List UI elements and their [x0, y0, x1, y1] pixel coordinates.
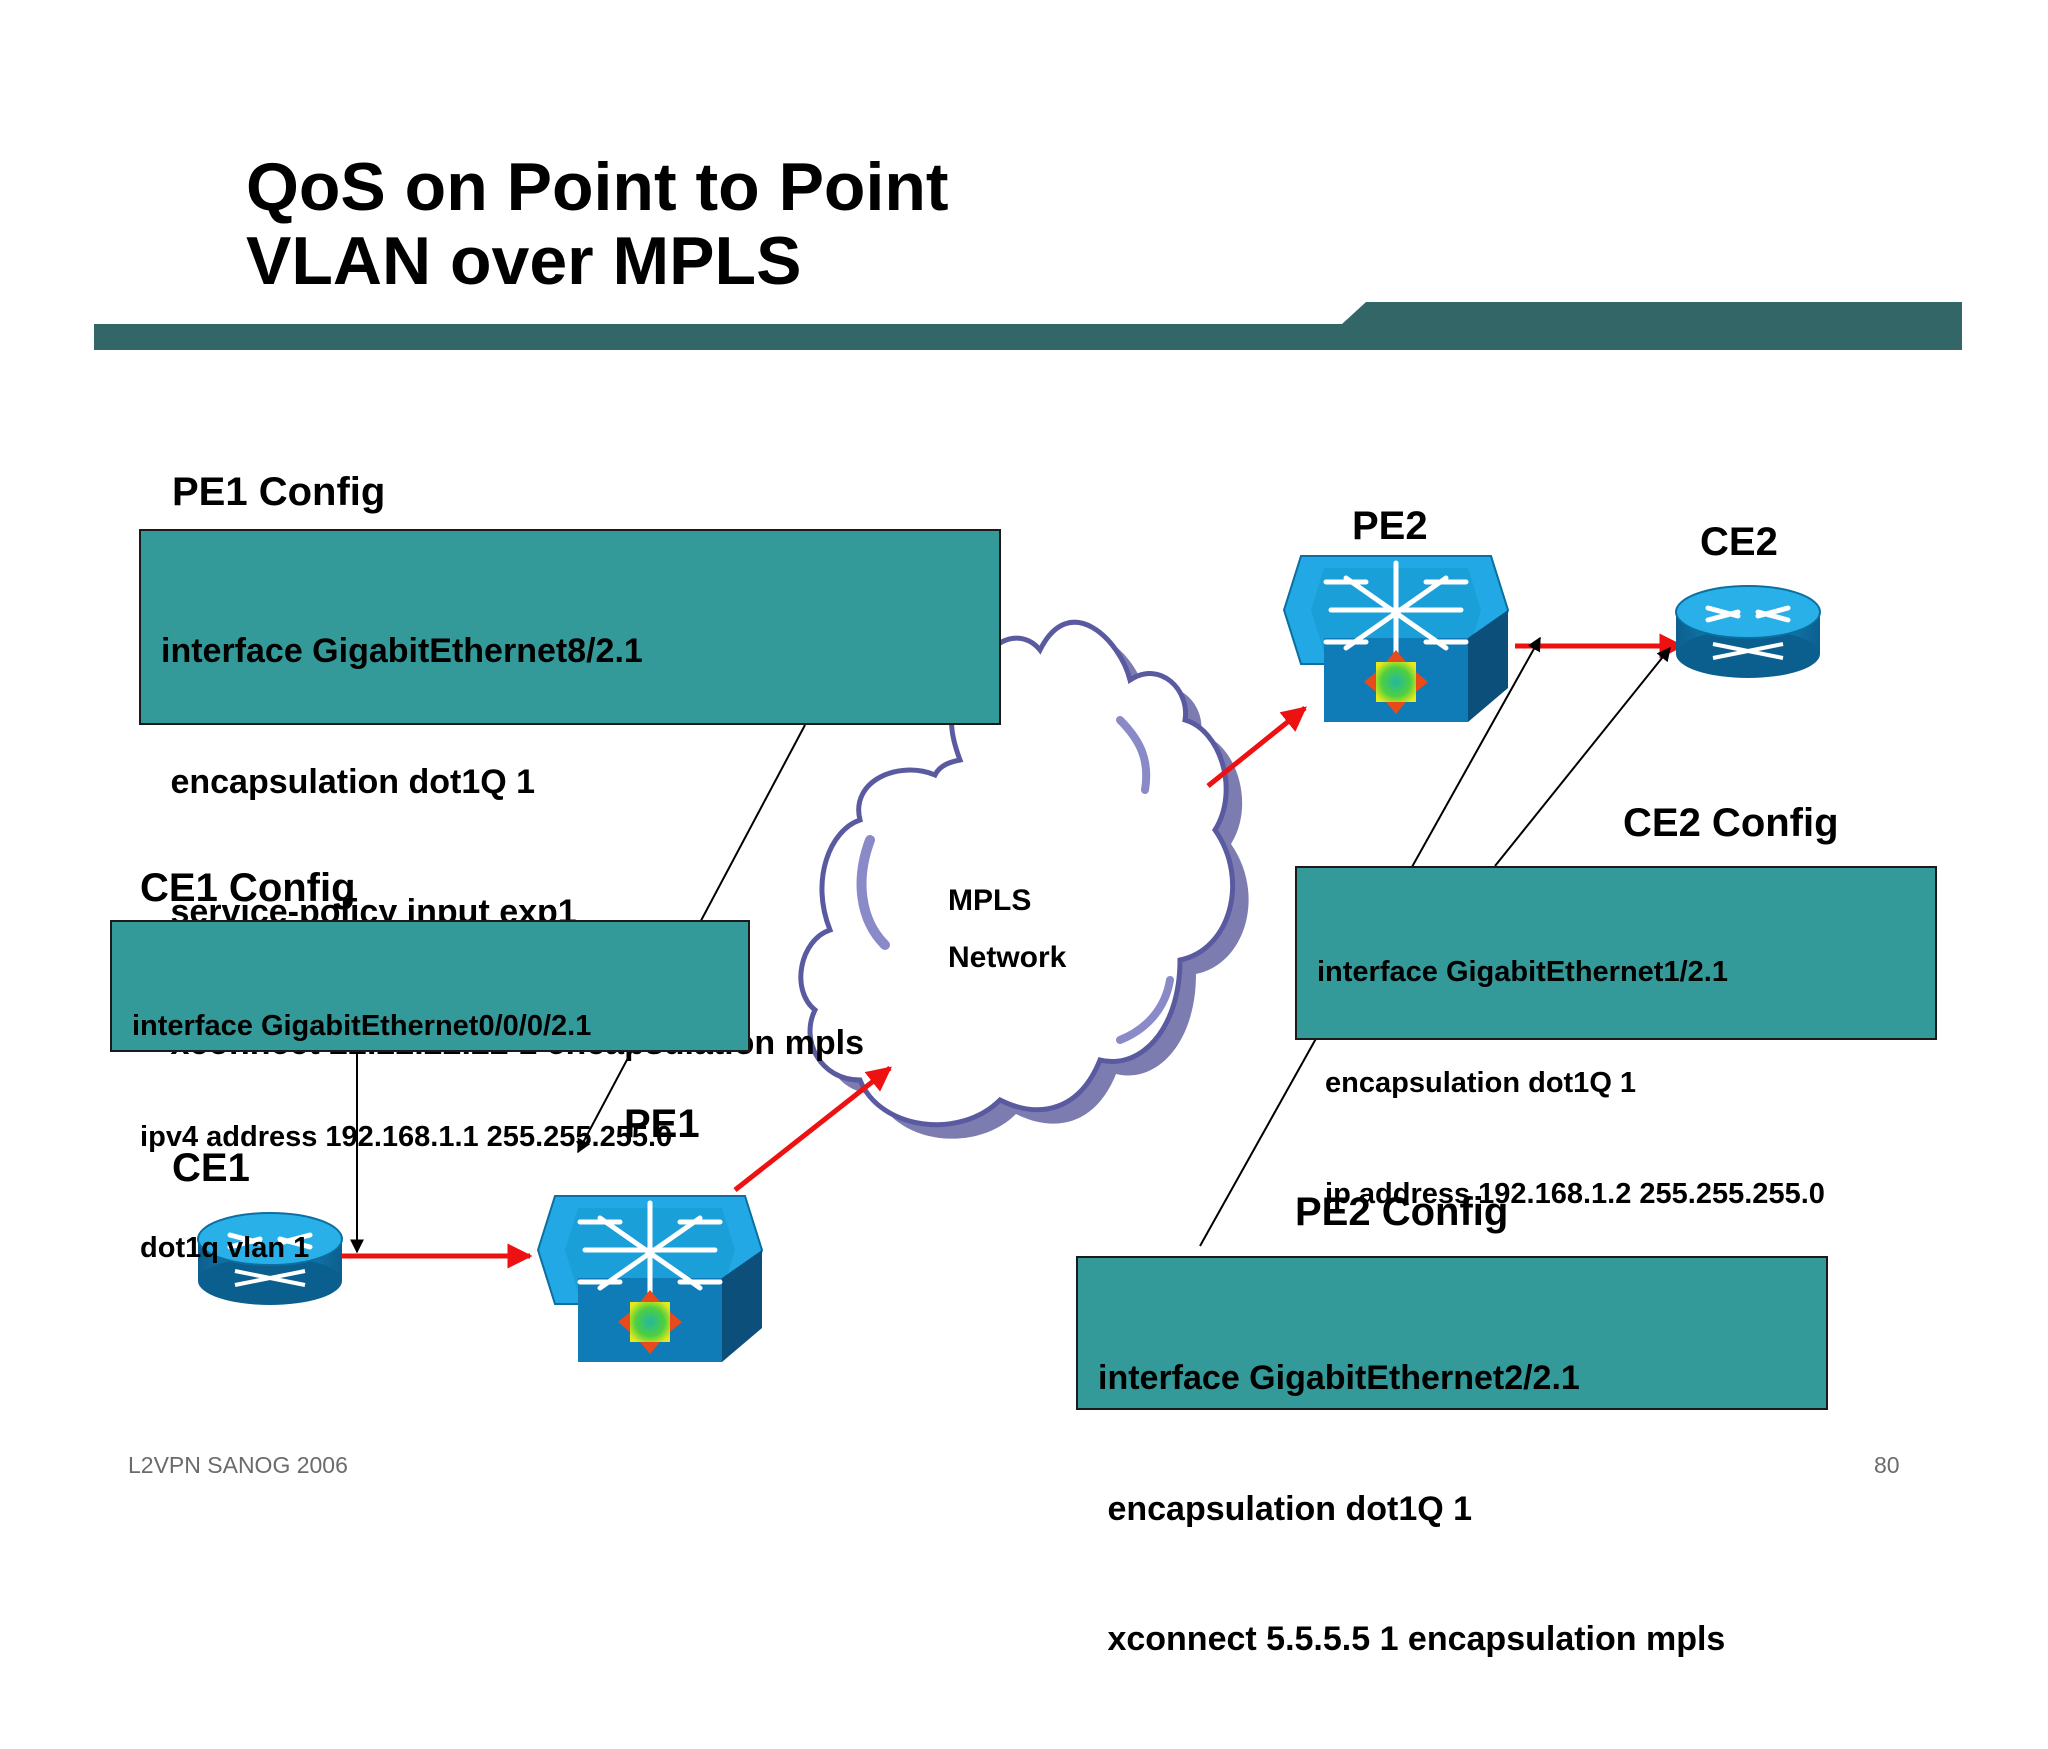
slide-title-line-1: QoS on Point to Point [246, 149, 949, 225]
ce1-config-line: interface GigabitEthernet0/0/0/2.1 [132, 1010, 592, 1042]
mpls-cloud-icon [798, 619, 1249, 1139]
pe2-config-line: interface GigabitEthernet2/2.1 [1098, 1359, 1580, 1397]
pe1-config-line: encapsulation dot1Q 1 [161, 762, 536, 801]
pe2-config-line: encapsulation dot1Q 1 [1098, 1489, 1473, 1528]
ce1-config-line: ipv4 address 192.168.1.1 255.255.255.0 [132, 1121, 673, 1153]
ce1-label: CE1 [172, 1146, 250, 1190]
pe2-label: PE2 [1352, 504, 1428, 548]
pe2-config-line: xconnect 5.5.5.5 1 encapsulation mpls [1098, 1620, 1726, 1658]
ce1-config-line: dot1q vlan 1 [132, 1232, 310, 1264]
pe1-label: PE1 [624, 1102, 700, 1146]
pe1-config-line: interface GigabitEthernet8/2.1 [161, 632, 643, 670]
pe2-config-heading: PE2 Config [1295, 1190, 1509, 1234]
cloud-label-line-2: Network [948, 941, 1067, 974]
pe1-config-heading: PE1 Config [172, 470, 386, 514]
slide: QoS on Point to Point VLAN over MPLS PE1… [94, 150, 1962, 1658]
slide-title: QoS on Point to Point VLAN over MPLS [246, 150, 949, 298]
link-cloud-pe2 [1206, 706, 1307, 788]
ce2-label: CE2 [1700, 520, 1778, 564]
slide-title-line-2: VLAN over MPLS [246, 223, 802, 299]
pe2-config-box: interface GigabitEthernet2/2.1 encapsula… [1076, 1256, 1828, 1658]
ce2-config-line: encapsulation dot1Q 1 [1317, 1067, 1637, 1099]
ce2-config-heading: CE2 Config [1623, 801, 1839, 845]
ce1-router-icon [197, 1212, 343, 1305]
cloud-label-line-1: MPLS [948, 884, 1032, 917]
pe2-switch-router-icon [1282, 555, 1510, 722]
callout-ce2-config [1494, 646, 1671, 867]
ce2-config-line: ip address 192.168.1.2 255.255.255.0 [1317, 1178, 1825, 1210]
pe1-switch-router-icon [536, 1195, 764, 1362]
ce2-config-box: interface GigabitEthernet1/2.1 encapsula… [1295, 866, 1937, 1210]
ce1-config-heading: CE1 Config [140, 866, 356, 910]
ce1-config-box: interface GigabitEthernet0/0/0/2.1 ipv4 … [110, 920, 750, 1264]
page-number: 80 [1874, 1452, 1900, 1478]
pe1-config-box: interface GigabitEthernet8/2.1 encapsula… [139, 529, 1001, 1062]
ce2-router-icon [1675, 585, 1821, 678]
header-bar [94, 302, 1962, 350]
ce2-config-line: interface GigabitEthernet1/2.1 [1317, 956, 1728, 988]
footer-left-text: L2VPN SANOG 2006 [128, 1452, 348, 1478]
link-pe1-cloud [733, 1066, 892, 1192]
